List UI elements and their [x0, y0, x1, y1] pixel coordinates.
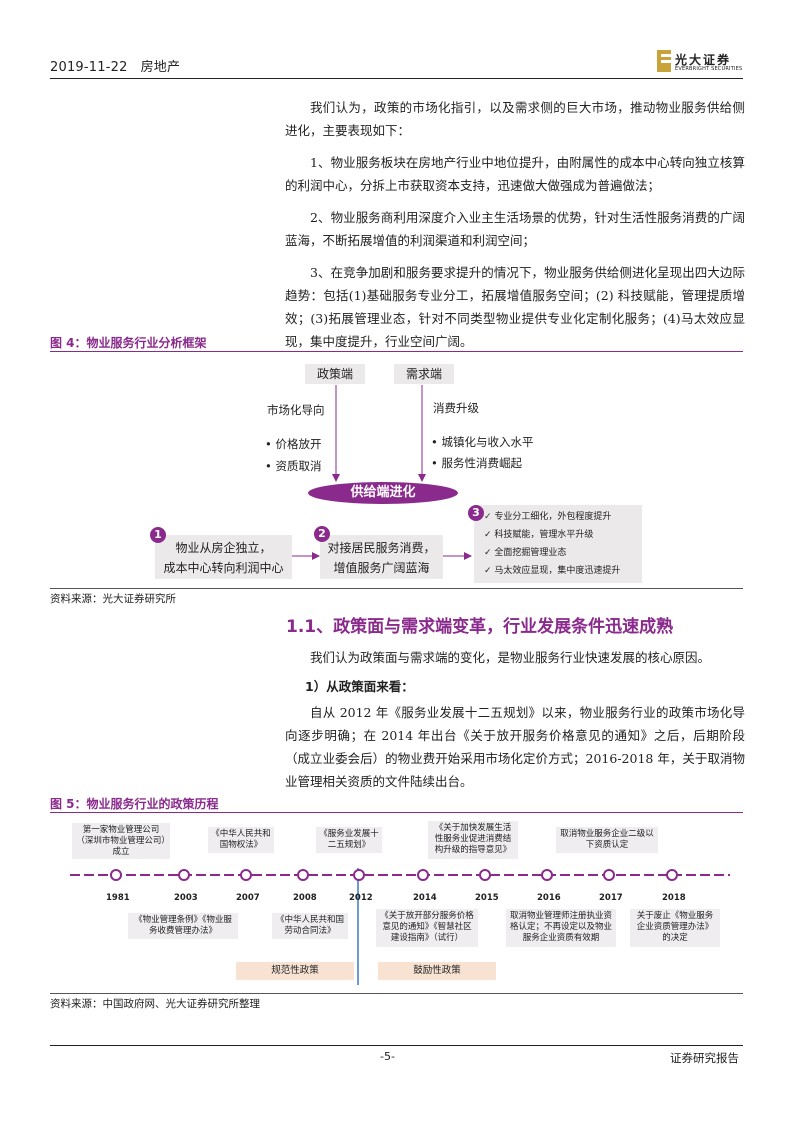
box3-item-2-text: 科技赋能，管理水平升级	[494, 530, 594, 540]
dot-2016	[541, 869, 553, 881]
intro-p1: 我们认为，政策的市场化指引，以及需求侧的巨大市场，推动物业服务供给侧进化，主要表…	[285, 100, 745, 138]
right-bullet-1: • 城镇化与收入水平	[431, 435, 534, 449]
logo-en: EVERBRIGHT SECURITIES	[675, 66, 743, 72]
dot-2014	[417, 869, 429, 881]
section-title: 1.1、政策面与需求端变革，行业发展条件迅速成熟	[286, 617, 674, 637]
fig4-arrows	[292, 385, 472, 560]
year-2012: 2012	[349, 893, 373, 903]
intro-p2: 1、物业服务板块在房地产行业中地位提升，由附属性的成本中心转向独立核算的利润中心…	[285, 155, 745, 193]
logo-cn: 光大证券	[675, 53, 732, 67]
badge-2: 2	[314, 526, 330, 542]
fig4-source: 资料来源：光大证券研究所	[50, 593, 176, 605]
year-2015: 2015	[475, 893, 499, 903]
supply-evolution-ellipse: 供给端进化	[308, 482, 458, 504]
box1-line2: 成本中心转向利润中心	[163, 561, 284, 575]
box-1: 物业从房企独立， 成本中心转向利润中心	[155, 535, 292, 579]
year-2014: 2014	[413, 893, 437, 903]
box-3: ✓ 专业分工细化，外包程度提升 ✓ 科技赋能，管理水平升级 ✓ 全面挖掘管理业态…	[474, 505, 642, 583]
bottom-box-2003: 《物业管理条例》《物业服务收费管理办法》	[128, 913, 238, 939]
demand-box: 需求端	[394, 364, 454, 384]
fig5-bottom-rule	[50, 993, 743, 994]
fig5-source: 资料来源：中国政府网、光大证券研究所整理	[50, 998, 260, 1010]
year-2003: 2003	[174, 893, 198, 903]
consume-label: 消费升级	[433, 401, 479, 415]
header-date-section: 2019-11-22 房地产	[50, 56, 180, 75]
fig5-lines	[70, 868, 730, 985]
section-lead-wrap: 我们认为政策面与需求端的变化，是物业服务行业快速发展的核心原因。	[285, 646, 745, 669]
dot-2012	[353, 869, 365, 881]
fig4-title: 图 4：物业服务行业分析框架	[50, 336, 207, 350]
fig4-bottom-rule	[50, 588, 743, 589]
dot-2003	[178, 869, 190, 881]
box3-item-1-text: 专业分工细化，外包程度提升	[494, 512, 612, 522]
intro-p4: 3、在竞争加剧和服务要求提升的情况下，物业服务供给侧进化呈现出四大边际趋势：包括…	[285, 265, 745, 349]
company-logo: 光大证券 EVERBRIGHT SECURITIES	[657, 50, 747, 76]
bottom-box-2018: 关于废止《物业服务企业资质管理办法》的决定	[630, 909, 720, 947]
box3-item-2: ✓ 科技赋能，管理水平升级	[484, 530, 594, 540]
page-number: -5-	[380, 1050, 395, 1063]
dot-2015	[479, 869, 491, 881]
year-2018: 2018	[662, 893, 686, 903]
left-bullet-1: • 价格放开	[265, 437, 322, 451]
dot-2008	[297, 869, 309, 881]
top-box-1981: 第一家物业管理公司（深圳市物业管理公司）成立	[72, 823, 170, 859]
top-box-2007: 《中华人民共和国物权法》	[208, 827, 274, 853]
box3-item-4-text: 马太效应显现，集中度迅速提升	[494, 566, 621, 576]
box3-item-3-text: 全面挖掘管理业态	[494, 548, 567, 558]
box3-item-3: ✓ 全面挖掘管理业态	[484, 548, 567, 558]
footer-label: 证券研究报告	[670, 1051, 739, 1065]
box3-item-4: ✓ 马太效应显现，集中度迅速提升	[484, 566, 621, 576]
badge-1: 1	[150, 527, 166, 543]
year-2007: 2007	[236, 893, 260, 903]
header-rule	[50, 78, 743, 79]
fig5-top-rule	[50, 812, 743, 813]
box-2: 对接居民服务消费， 增值服务广阔蓝海	[320, 535, 443, 579]
header-section: 房地产	[140, 60, 181, 75]
year-2008: 2008	[293, 893, 317, 903]
right-bullet-2: • 服务性消费崛起	[431, 456, 522, 470]
year-2017: 2017	[599, 893, 623, 903]
section-body-wrap: 自从 2012 年《服务业发展十二五规划》以来，物业服务行业的政策市场化导向逐步…	[285, 701, 745, 793]
section-body: 自从 2012 年《服务业发展十二五规划》以来，物业服务行业的政策市场化导向逐步…	[285, 705, 745, 789]
footer-rule	[50, 1045, 743, 1046]
top-box-2015: 《关于加快发展生活性服务业促进消费结构升级的指导意见》	[428, 821, 518, 859]
fig4-diagram: 政策端 需求端 市场化导向 消费升级 • 价格放开 • 资质取消 • 城镇化与收…	[50, 352, 743, 588]
box2-line1: 对接居民服务消费，	[327, 541, 436, 555]
year-1981: 1981	[106, 893, 130, 903]
box3-item-1: ✓ 专业分工细化，外包程度提升	[484, 512, 612, 522]
bottom-box-2016: 取消物业管理师注册执业资格认定；不再设定以及物业服务企业资质有效期	[506, 909, 616, 947]
logo-mark-icon	[657, 50, 671, 72]
fig5-title: 图 5：物业服务行业的政策历程	[50, 797, 219, 811]
badge-3: 3	[468, 505, 484, 521]
dot-2018	[666, 869, 678, 881]
section-sub-title: 1）从政策面来看：	[305, 679, 414, 694]
dot-1981	[110, 869, 122, 881]
policy-box: 政策端	[305, 364, 365, 384]
header-date: 2019-11-22	[50, 60, 128, 75]
fig5-timeline: 第一家物业管理公司（深圳市物业管理公司）成立 《中华人民共和国物权法》 《服务业…	[50, 813, 743, 993]
band-regulatory: 规范性政策	[236, 962, 354, 980]
fig4-top-rule	[50, 351, 743, 352]
dot-2007	[240, 869, 252, 881]
bottom-box-2008: 《中华人民共和国劳动合同法》	[272, 913, 348, 939]
top-box-2012: 《服务业发展十二五规划》	[316, 827, 382, 853]
bottom-box-2014: 《关于放开部分服务价格意见的通知》《智慧社区建设指南》（试行）	[376, 909, 478, 947]
box2-line2: 增值服务广阔蓝海	[333, 561, 430, 575]
left-bullet-2: • 资质取消	[265, 459, 322, 473]
market-label: 市场化导向	[267, 403, 325, 417]
top-box-2017: 取消物业服务企业二级以下资质认定	[556, 827, 658, 853]
section-lead: 我们认为政策面与需求端的变化，是物业服务行业快速发展的核心原因。	[310, 650, 711, 665]
intro-text: 我们认为，政策的市场化指引，以及需求侧的巨大市场，推动物业服务供给侧进化，主要表…	[285, 96, 745, 353]
year-2016: 2016	[537, 893, 561, 903]
dot-2017	[603, 869, 615, 881]
band-incentive: 鼓励性政策	[378, 962, 496, 980]
box1-line1: 物业从房企独立，	[175, 541, 272, 555]
intro-p3: 2、物业服务商利用深度介入业主生活场景的优势，针对生活性服务消费的广阔蓝海，不断…	[285, 210, 745, 248]
